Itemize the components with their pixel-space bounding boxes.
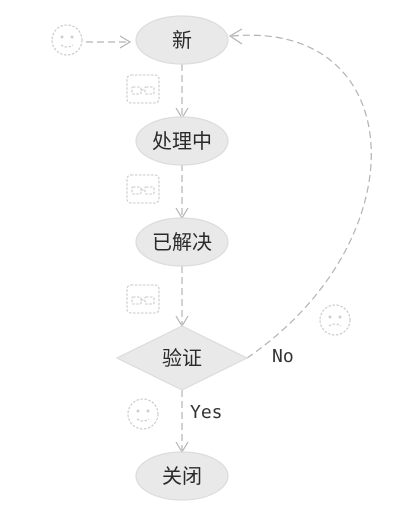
edge-label-no: No bbox=[272, 346, 294, 367]
node-closed[interactable]: 关闭 bbox=[135, 451, 229, 501]
edge-verify-to-closed bbox=[175, 390, 189, 454]
edge-start-to-new bbox=[86, 35, 132, 49]
edge-label-yes: Yes bbox=[190, 402, 223, 423]
node-label-resolved: 已解决 bbox=[152, 230, 212, 254]
node-processing[interactable]: 处理中 bbox=[135, 116, 229, 166]
face-icon bbox=[51, 24, 83, 56]
node-label-verify: 验证 bbox=[162, 346, 202, 370]
edge-resolved-to-verify bbox=[175, 266, 189, 328]
glasses-icon bbox=[126, 74, 160, 104]
edge-verify-no-to-new bbox=[228, 28, 372, 359]
node-label-new: 新 bbox=[172, 28, 192, 52]
edge-new-to-processing bbox=[175, 64, 189, 120]
glasses-icon bbox=[126, 284, 160, 314]
node-label-processing: 处理中 bbox=[152, 129, 212, 153]
face-icon bbox=[127, 398, 159, 430]
node-new[interactable]: 新 bbox=[135, 15, 229, 65]
node-resolved[interactable]: 已解决 bbox=[135, 217, 229, 267]
glasses-icon bbox=[126, 174, 160, 204]
node-verify[interactable]: 验证 bbox=[115, 325, 249, 391]
edge-processing-to-resolved bbox=[175, 164, 189, 220]
face-icon bbox=[319, 304, 351, 336]
node-label-closed: 关闭 bbox=[162, 464, 202, 488]
